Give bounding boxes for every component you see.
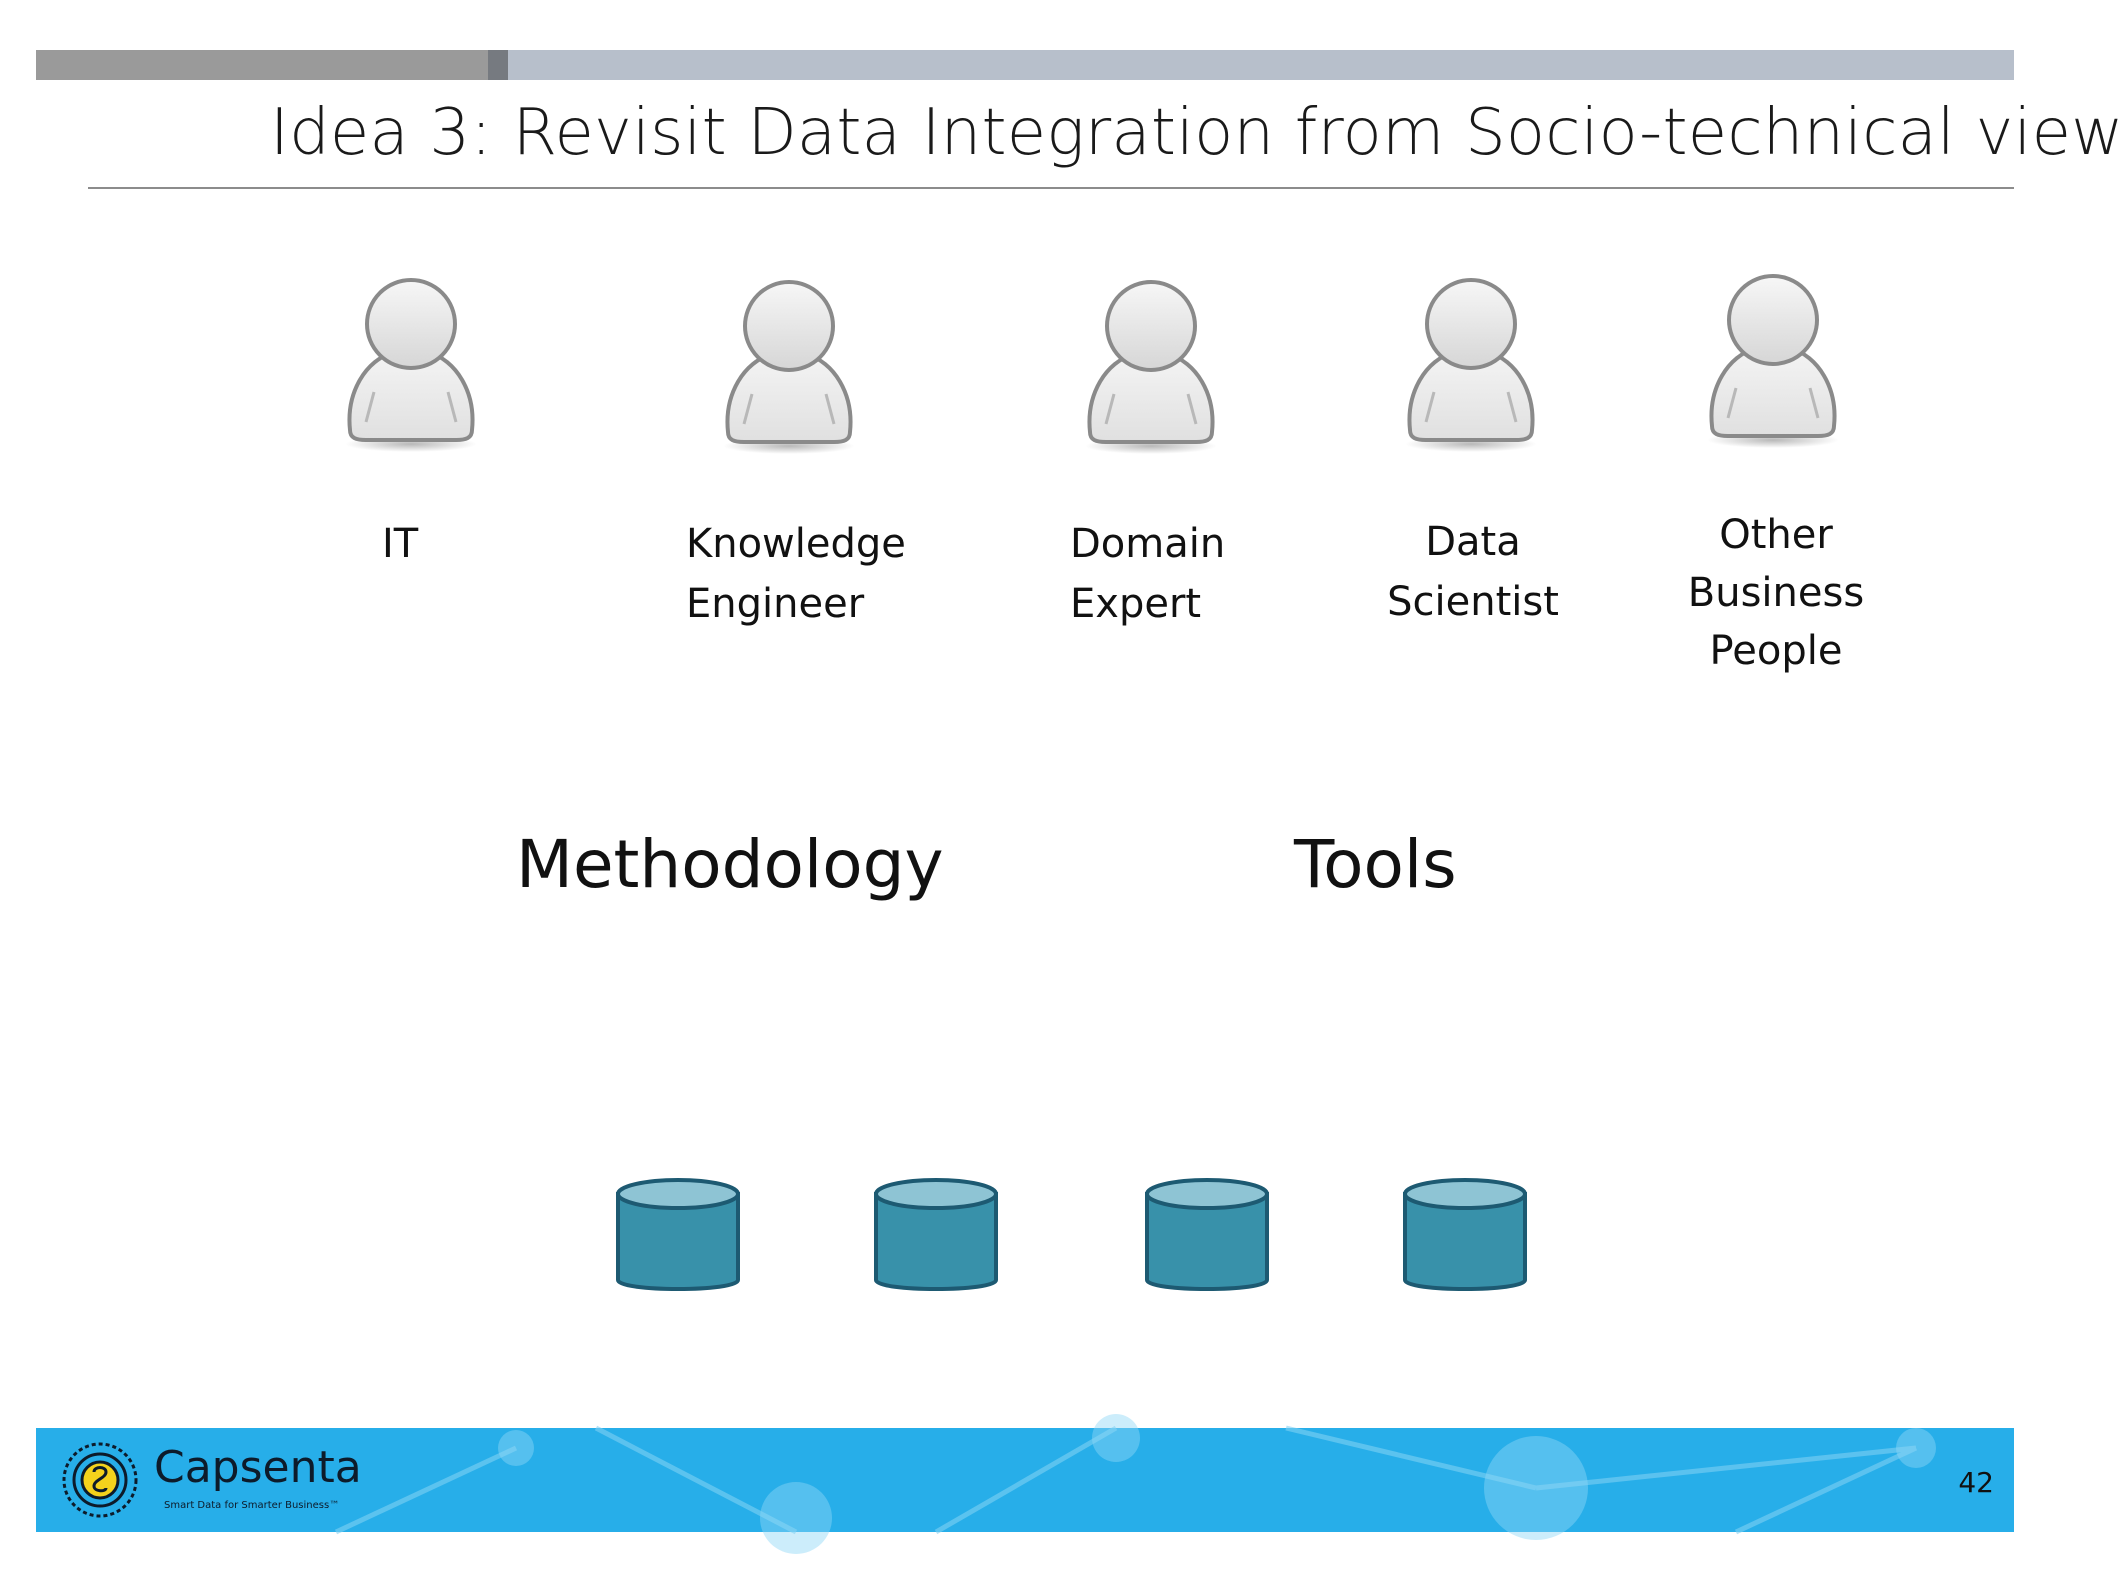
role-label-line: Other [1719,512,1833,558]
slide-title: Idea 3: Revisit Data Integration from So… [270,96,2124,170]
user-silhouette-icon [1396,272,1546,452]
header-bar-accent [488,50,508,80]
role-label-line: Engineer [686,581,865,627]
page-number: 42 [1958,1466,1994,1499]
role-label-line: Scientist [1387,579,1559,625]
role-label-line: IT [382,521,419,567]
network-background-graphic [334,1414,1936,1554]
database-cylinder-icon [614,1176,742,1300]
user-silhouette-icon [1698,268,1848,448]
capsenta-logo-icon [62,1442,138,1518]
tools-heading: Tools [1294,826,1457,903]
user-silhouette-icon [336,272,486,452]
brand-name: Capsenta [154,1442,362,1493]
role-label-it: IT [382,514,418,574]
title-divider [88,187,2014,189]
role-label-other-business-people: Other Business People [1676,506,1876,680]
role-label-data-scientist: Data Scientist [1378,512,1568,632]
footer-banner: Capsenta Smart Data for Smarter Business… [36,1414,2014,1554]
role-label-line: Data [1425,519,1521,565]
header-bar-light [508,50,2014,80]
header-bar-dark [36,50,488,80]
database-cylinder-icon [1143,1176,1271,1300]
role-label-line: Knowledge [686,521,906,567]
role-label-line: Expert [1070,581,1202,627]
user-silhouette-icon [1076,274,1226,454]
role-label-knowledge-engineer: Knowledge Engineer [686,514,906,634]
role-label-line: Business [1687,570,1865,616]
role-label-line: Domain [1070,521,1226,567]
database-cylinder-icon [872,1176,1000,1300]
methodology-heading: Methodology [516,826,944,903]
user-silhouette-icon [714,274,864,454]
role-label-domain-expert: Domain Expert [1070,514,1225,634]
role-label-line: People [1709,628,1843,674]
brand-tagline: Smart Data for Smarter Business™ [164,1500,340,1511]
database-cylinder-icon [1401,1176,1529,1300]
